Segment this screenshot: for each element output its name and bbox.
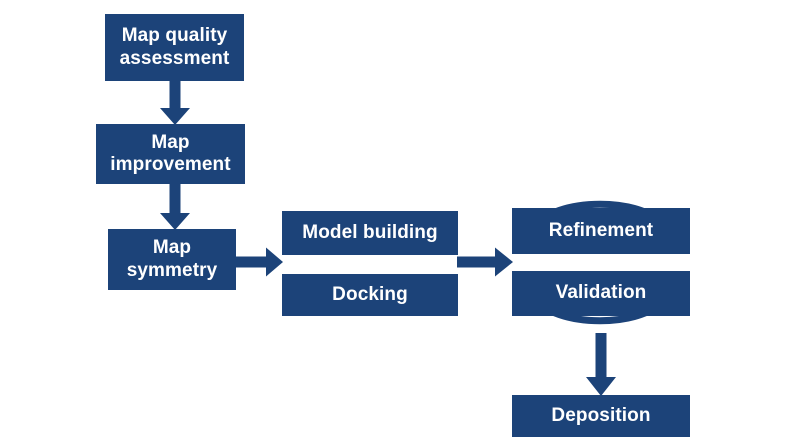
node-validation[interactable]: Validation xyxy=(512,271,690,316)
arrow-quality-to-improvement xyxy=(160,78,190,125)
node-map-symmetry[interactable]: Map symmetry xyxy=(108,229,236,290)
node-model-building[interactable]: Model building xyxy=(282,211,458,255)
node-refinement[interactable]: Refinement xyxy=(512,208,690,254)
node-label: Refinement xyxy=(548,219,654,241)
arrow-improvement-to-symmetry xyxy=(160,183,190,230)
node-label-line2: assessment xyxy=(119,47,230,69)
arrow-cycle-to-deposition xyxy=(586,333,616,396)
arrow-symmetry-to-building xyxy=(234,247,283,277)
node-label-line2: symmetry xyxy=(126,259,218,281)
node-label-line1: Map xyxy=(151,131,190,153)
node-label: Deposition xyxy=(551,404,651,426)
node-label: Model building xyxy=(302,221,438,243)
node-deposition[interactable]: Deposition xyxy=(512,395,690,437)
refinement-validation-cycle xyxy=(524,200,676,325)
node-map-improvement[interactable]: Map improvement xyxy=(96,124,245,184)
node-label-line2: improvement xyxy=(110,154,231,175)
node-docking[interactable]: Docking xyxy=(282,274,458,316)
arrow-building-to-refinement xyxy=(457,247,513,277)
node-label-line1: Map quality xyxy=(121,25,228,47)
node-label-line1: Map xyxy=(152,237,192,259)
node-map-quality-assessment[interactable]: Map quality assessment xyxy=(105,14,244,81)
node-label: Validation xyxy=(555,282,647,304)
node-label: Docking xyxy=(332,283,408,305)
